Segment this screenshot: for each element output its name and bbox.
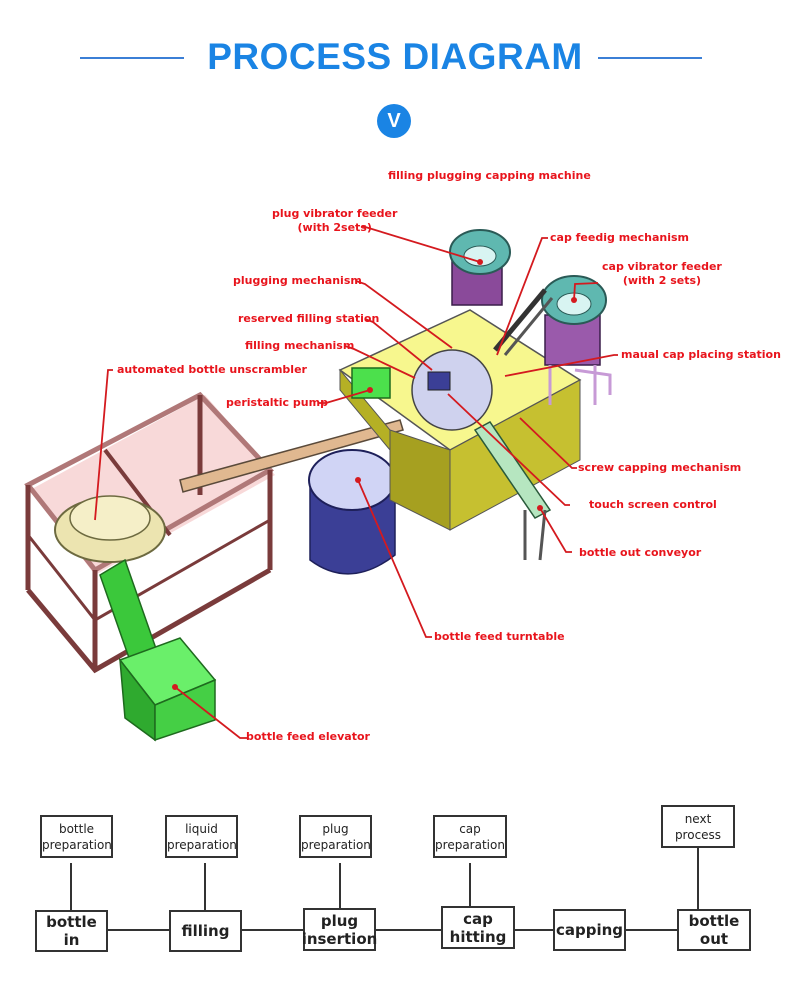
label-screw-capping-mechanism: screw capping mechanism	[578, 461, 742, 474]
box-text: preparation	[435, 838, 505, 852]
box-text: preparation	[167, 838, 237, 852]
box-text: plug	[320, 911, 359, 930]
infeed-conveyor	[179, 419, 404, 493]
step-box-bottle-out: bottle out	[677, 909, 751, 951]
box-text: next	[684, 812, 712, 826]
box-text: liquid	[185, 822, 218, 836]
label-automated-bottle-unscrambler: automated bottle unscrambler	[117, 363, 307, 376]
label-plugging-mechanism: plugging mechanism	[233, 274, 362, 287]
header-divider-left	[80, 57, 184, 59]
step-box-plug-insertion: plug insertion	[301, 908, 378, 951]
chevron-badge-icon: V	[377, 104, 411, 138]
box-text: insertion	[301, 929, 378, 948]
step-box-bottle-in: bottle in	[35, 910, 108, 952]
page-title: PROCESS DIAGRAM	[207, 36, 583, 77]
leader-lines	[94, 225, 618, 739]
input-box-cap-preparation: cap preparation	[433, 815, 507, 858]
label-touch-screen-control: touch screen control	[589, 498, 717, 511]
box-text: bottle	[58, 822, 95, 836]
input-box-plug-preparation: plug preparation	[299, 815, 372, 858]
label-line: cap vibrator feeder	[602, 260, 722, 273]
header-divider-right	[598, 57, 702, 59]
box-text: plug	[322, 822, 349, 836]
machine-illustration	[24, 225, 618, 742]
output-box-next-process: next process	[661, 805, 735, 848]
box-text: bottle out	[688, 912, 740, 948]
box-text: preparation	[42, 838, 112, 852]
step-box-capping: capping	[553, 909, 626, 951]
box-text: process	[674, 828, 722, 842]
label-bottle-feed-turntable: bottle feed turntable	[434, 630, 565, 643]
box-text: capping	[555, 921, 624, 939]
label-peristaltic-pump: peristaltic pump	[226, 396, 328, 409]
star-wheel	[411, 349, 493, 431]
input-box-liquid-preparation: liquid preparation	[165, 815, 238, 858]
label-bottle-feed-elevator: bottle feed elevator	[246, 730, 370, 743]
machine-title: filling plugging capping machine	[388, 169, 591, 182]
flow-connectors	[70, 842, 699, 931]
input-box-bottle-preparation: bottle preparation	[40, 815, 113, 858]
step-box-cap-hitting: cap hitting	[441, 906, 515, 949]
box-text: cap	[459, 822, 481, 836]
label-line: plug vibrator feeder	[272, 207, 398, 220]
label-reserved-filling-station: reserved filling station	[238, 312, 380, 325]
label-cap-feeding-mechanism: cap feedig mechanism	[550, 231, 690, 244]
box-text: filling	[181, 922, 230, 940]
label-filling-mechanism: filling mechanism	[245, 339, 355, 352]
label-plug-vibrator-feeder: plug vibrator feeder (with 2sets)	[272, 207, 397, 235]
label-line: (with 2sets)	[297, 221, 372, 234]
box-text: hitting	[449, 927, 507, 946]
box-text: preparation	[301, 838, 371, 852]
label-bottle-out-conveyor: bottle out conveyor	[579, 546, 702, 559]
touch-screen	[427, 371, 451, 391]
label-line: (with 2 sets)	[622, 274, 702, 287]
outfeed-conveyor	[473, 421, 552, 519]
step-box-filling: filling	[169, 910, 242, 952]
label-cap-vibrator-feeder: cap vibrator feeder (with 2 sets)	[602, 260, 722, 288]
box-text: cap	[463, 909, 493, 928]
label-manual-cap-placing-station: maual cap placing station	[621, 348, 781, 361]
box-text: bottle in	[46, 913, 97, 949]
